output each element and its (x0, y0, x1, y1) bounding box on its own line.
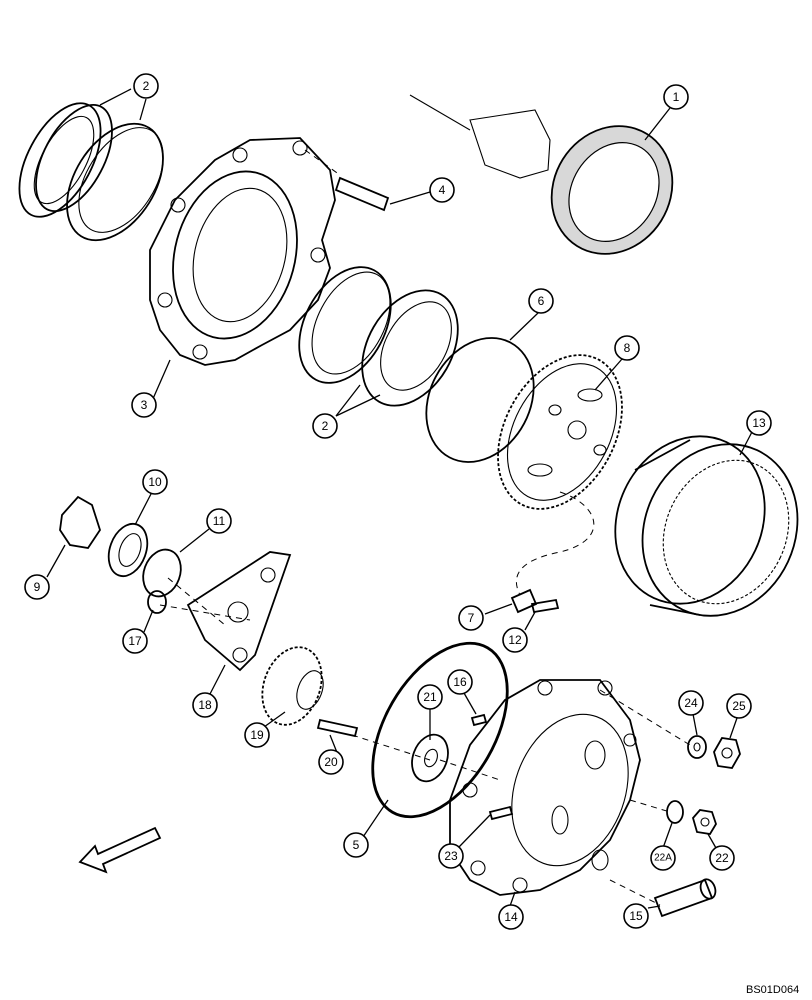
thrust-washer (59, 495, 101, 549)
callout-18: 18 (192, 692, 218, 718)
callout-20: 20 (318, 749, 344, 775)
disconnect-sleeve (653, 878, 717, 918)
callout-label: 15 (629, 909, 643, 923)
drawing-code: BS01D064 (746, 984, 799, 996)
callout-label: 2 (143, 79, 150, 93)
callout-14: 14 (498, 904, 524, 930)
callout-5: 5 (343, 832, 369, 858)
callout-label: 14 (504, 910, 518, 924)
carrier-plate (186, 551, 292, 672)
callout-label: 7 (468, 611, 475, 625)
callout-6: 6 (528, 288, 554, 314)
drain-plug (692, 809, 717, 835)
callout-13: 13 (746, 410, 772, 436)
stud-nut (713, 737, 741, 769)
callout-label: 21 (423, 690, 437, 704)
callout-label: 11 (213, 514, 226, 528)
callout-label: 17 (128, 634, 142, 648)
callout-25: 25 (726, 693, 752, 719)
stud-washer (687, 735, 707, 759)
callout-21: 21 (417, 684, 443, 710)
callout-label: 8 (624, 341, 631, 355)
callout-17: 17 (122, 628, 148, 654)
assembly-path-dashed (515, 491, 595, 596)
callout-label: 22 (715, 851, 729, 865)
callout-label: 12 (508, 633, 522, 647)
washer (411, 733, 449, 783)
callout-label: 22A (654, 853, 672, 864)
callout-12: 12 (502, 627, 528, 653)
callout-2-center: 2 (312, 413, 338, 439)
callout-label: 16 (453, 675, 467, 689)
callout-8: 8 (614, 335, 640, 361)
callout-label: 20 (324, 755, 338, 769)
callout-label: 24 (684, 696, 698, 710)
callout-4: 4 (429, 177, 455, 203)
bearing-cup-top (66, 122, 164, 242)
front-direction-arrow (78, 826, 162, 874)
planet-pin (316, 718, 359, 738)
callout-label: 18 (198, 698, 212, 712)
callout-label: 23 (444, 849, 458, 863)
callout-label: 13 (752, 416, 766, 430)
oil-seal (550, 125, 674, 255)
small-ring (147, 590, 167, 614)
callout-label: 4 (439, 183, 446, 197)
callout-label: 25 (732, 699, 746, 713)
splined-shaft (409, 94, 551, 179)
callout-label: 19 (250, 728, 264, 742)
callout-label: 9 (34, 580, 41, 594)
callout-label: 1 (673, 90, 680, 104)
callout-3: 3 (131, 392, 157, 418)
plug-o-ring (666, 800, 684, 824)
ring-gear (614, 435, 799, 617)
callout-11: 11 (206, 508, 232, 534)
callout-22A: 22A (650, 845, 676, 871)
callout-label: 5 (353, 838, 360, 852)
roll-pin (470, 713, 488, 727)
callout-10: 10 (142, 469, 168, 495)
callout-24: 24 (678, 690, 704, 716)
callout-22: 22 (709, 845, 735, 871)
callout-label: 6 (538, 294, 545, 308)
bearing-cone-top (18, 102, 113, 218)
callout-1: 1 (663, 84, 689, 110)
callout-9: 9 (24, 574, 50, 600)
retaining-ring (142, 548, 182, 598)
bearing-cup-center (298, 266, 392, 384)
callout-label: 10 (148, 475, 162, 489)
callout-label: 3 (141, 398, 148, 412)
callout-15: 15 (623, 903, 649, 929)
callout-7: 7 (458, 605, 484, 631)
callout-2-top: 2 (133, 73, 159, 99)
assembly-lines (159, 149, 691, 906)
cover-screw (488, 805, 514, 821)
callout-19: 19 (244, 722, 270, 748)
hub-housing (149, 137, 336, 366)
o-ring (371, 641, 509, 819)
snap-ring (425, 337, 535, 463)
planet-gear (261, 646, 324, 726)
callout-label: 2 (322, 419, 329, 433)
planetary-cover (449, 679, 641, 896)
wheel-stud (334, 176, 390, 212)
callout-23: 23 (438, 843, 464, 869)
callout-16: 16 (447, 669, 473, 695)
leader-lines (46, 88, 754, 909)
carrier-screw (530, 598, 560, 614)
planet-spacer (107, 522, 149, 578)
bearing-cone-center (361, 289, 459, 407)
